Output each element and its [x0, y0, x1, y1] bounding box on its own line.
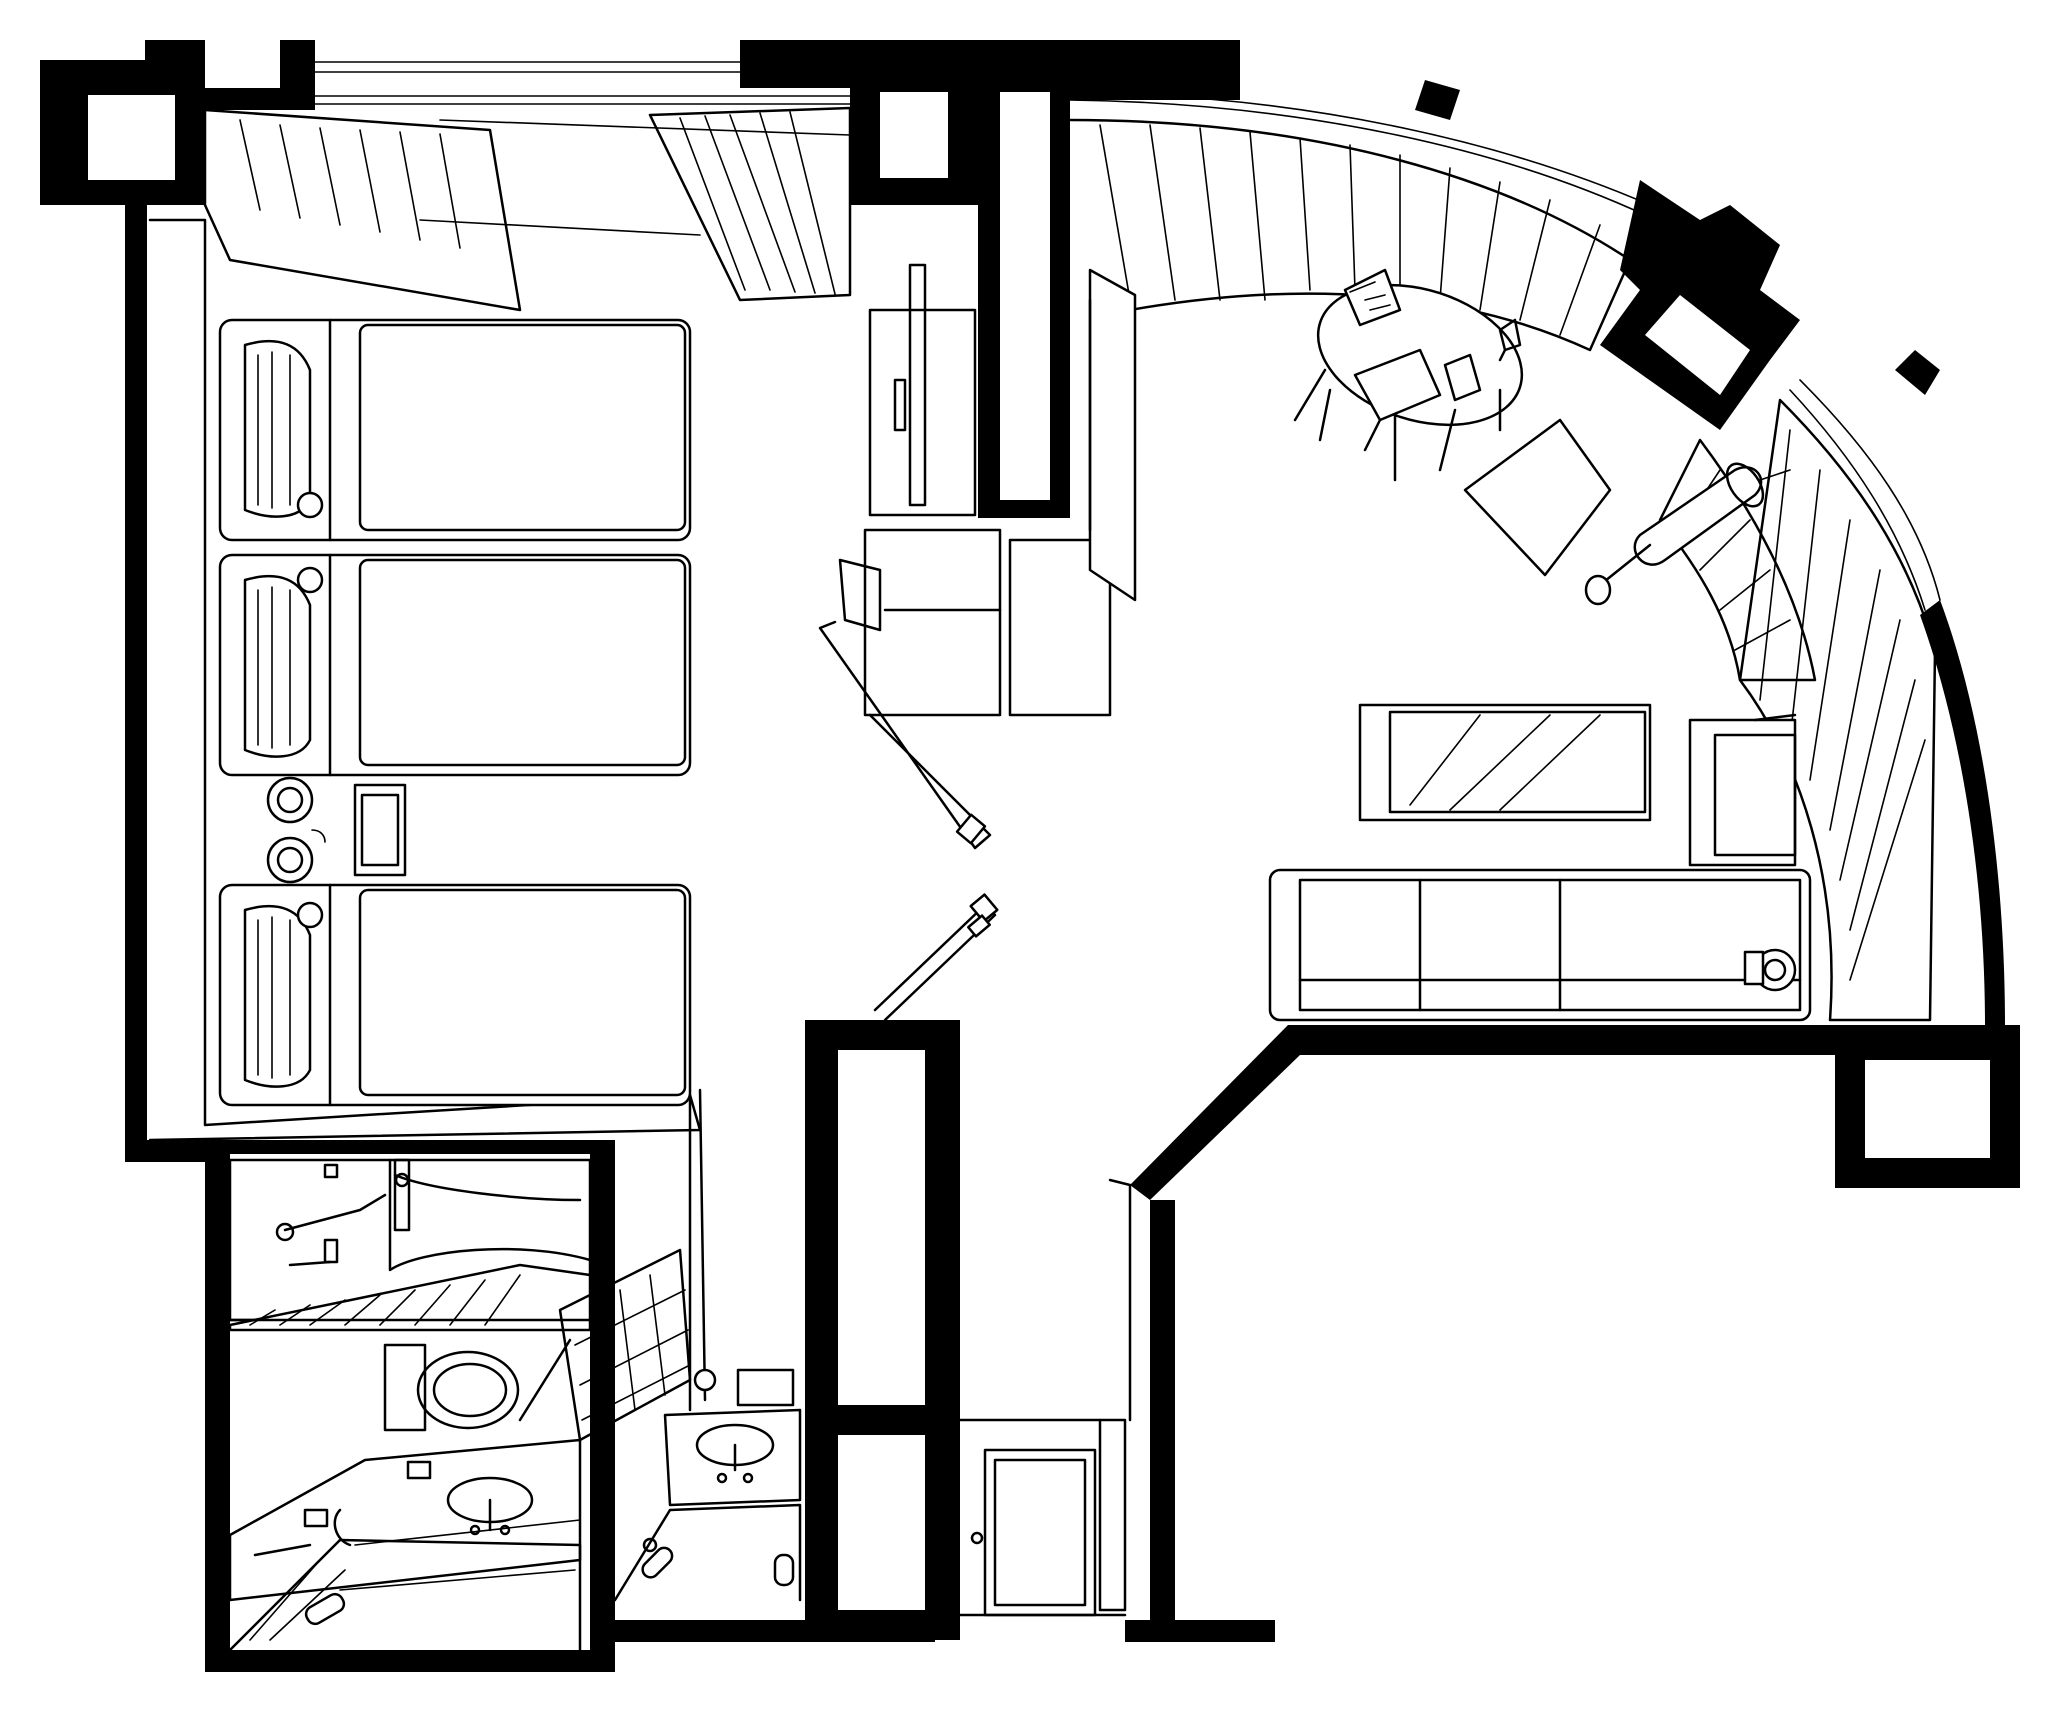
wall-pillar-curve-1	[1415, 80, 1460, 120]
wall-curved-right	[1920, 600, 2005, 1025]
entrance-door	[970, 1448, 1097, 1617]
wall-top-pillar-a	[280, 40, 315, 110]
bedroom-door	[818, 620, 992, 850]
pillow	[243, 905, 312, 1088]
wall-bathroom-left	[205, 1140, 230, 1670]
armchair-bedroom	[838, 528, 1002, 717]
wall-pillar-curve-2	[1600, 180, 1800, 430]
bed-1	[218, 318, 692, 542]
toiletries-bath2	[613, 1503, 802, 1602]
windows	[203, 61, 1941, 1022]
sink-bath1	[228, 1438, 582, 1602]
pillow	[243, 340, 312, 518]
pillow	[243, 575, 312, 758]
wall-pillar-top-middle	[740, 40, 1240, 518]
window-top-left	[204, 61, 851, 105]
wall-entry-right	[1150, 1200, 1175, 1640]
coffee-table	[1358, 703, 1652, 822]
bathroom-2	[613, 1088, 802, 1602]
chair-2	[1443, 353, 1482, 402]
living-area	[1268, 268, 1812, 1022]
window-curved	[1069, 91, 1941, 611]
sofa	[1268, 868, 1812, 1022]
toilet	[383, 1343, 520, 1432]
wall-pillar-top-left	[40, 40, 205, 205]
wall-entry-bottom	[1125, 1620, 1275, 1642]
wall-bathroom-top	[205, 1140, 615, 1154]
bathroom-1	[228, 1158, 692, 1652]
wall-pillar-curve-3	[1895, 350, 1940, 395]
shower-fixtures	[275, 1158, 411, 1267]
bed-3	[218, 883, 692, 1107]
side-table	[1463, 318, 1612, 577]
armchair-living	[1688, 713, 1797, 867]
sofa-lamp	[1743, 948, 1797, 992]
telephone	[1343, 268, 1402, 327]
bedroom	[148, 218, 1137, 1142]
bedroom-floor-edge	[148, 218, 702, 1142]
lamp-upper	[266, 776, 314, 824]
chair-1	[1318, 348, 1442, 452]
curtain-top-left	[203, 106, 852, 312]
closet	[958, 1178, 1132, 1617]
floor-lamp	[1584, 462, 1791, 606]
shower-enclosure	[228, 1538, 582, 1652]
desk	[1008, 268, 1137, 717]
sink-bath2	[663, 1368, 802, 1507]
wall-closet-column	[805, 1020, 960, 1640]
wall-window-top-right-cap	[1070, 88, 1240, 100]
wall-pillar-bottom-right	[1835, 1025, 2020, 1188]
wall-left	[125, 205, 147, 1160]
tv-console	[868, 263, 977, 517]
door-entry-swing	[873, 893, 999, 1022]
wall-left-bottom	[125, 1140, 230, 1162]
bed-2	[218, 553, 692, 777]
wall-bathroom-bottom	[205, 1650, 615, 1672]
lamp-lower	[266, 836, 314, 884]
nightstand	[266, 776, 407, 884]
entry-corridor	[873, 893, 1132, 1617]
wall-corridor-diagonal	[1130, 1025, 1920, 1200]
walls	[40, 40, 2020, 1672]
